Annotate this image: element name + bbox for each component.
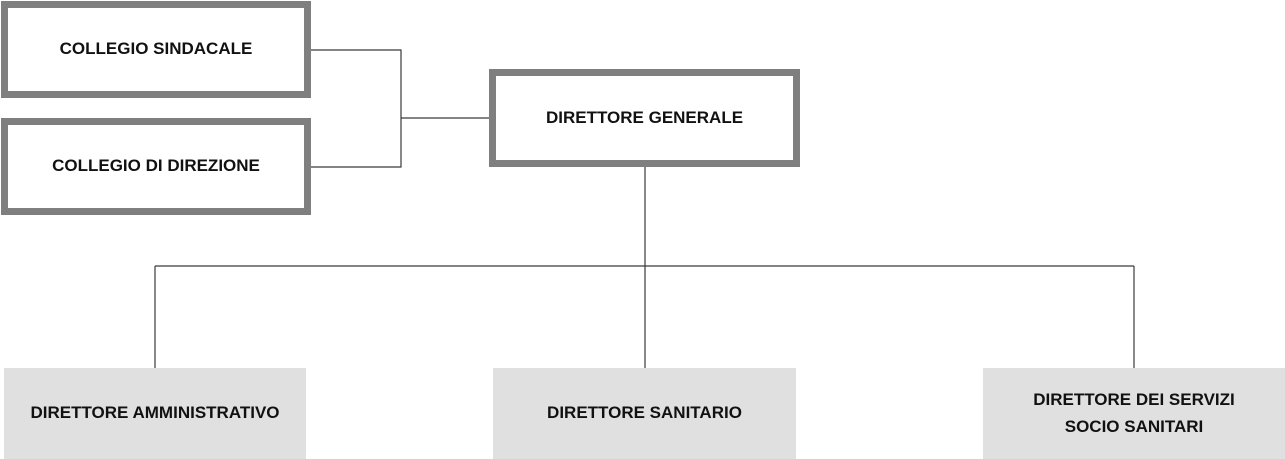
node-direttore-servizi-socio-sanitari: DIRETTORE DEI SERVIZI SOCIO SANITARI bbox=[983, 368, 1285, 459]
connector-collegio-sindacale bbox=[311, 49, 402, 118]
node-label: COLLEGIO SINDACALE bbox=[59, 39, 253, 59]
node-label: COLLEGIO DI DIREZIONE bbox=[52, 156, 260, 176]
node-direttore-generale: DIRETTORE GENERALE bbox=[489, 69, 800, 167]
node-label: DIRETTORE GENERALE bbox=[545, 107, 744, 127]
node-label: DIRETTORE AMMINISTRATIVO bbox=[30, 403, 280, 423]
node-direttore-amministrativo: DIRETTORE AMMINISTRATIVO bbox=[4, 368, 306, 459]
node-collegio-direzione: COLLEGIO DI DIREZIONE bbox=[1, 118, 311, 215]
node-collegio-sindacale: COLLEGIO SINDACALE bbox=[1, 1, 311, 98]
node-label: DIRETTORE DEI SERVIZI SOCIO SANITARI bbox=[1033, 390, 1235, 436]
node-label: DIRETTORE SANITARIO bbox=[547, 403, 742, 423]
connector-collegio-direzione bbox=[311, 118, 402, 168]
node-direttore-sanitario: DIRETTORE SANITARIO bbox=[493, 368, 796, 459]
